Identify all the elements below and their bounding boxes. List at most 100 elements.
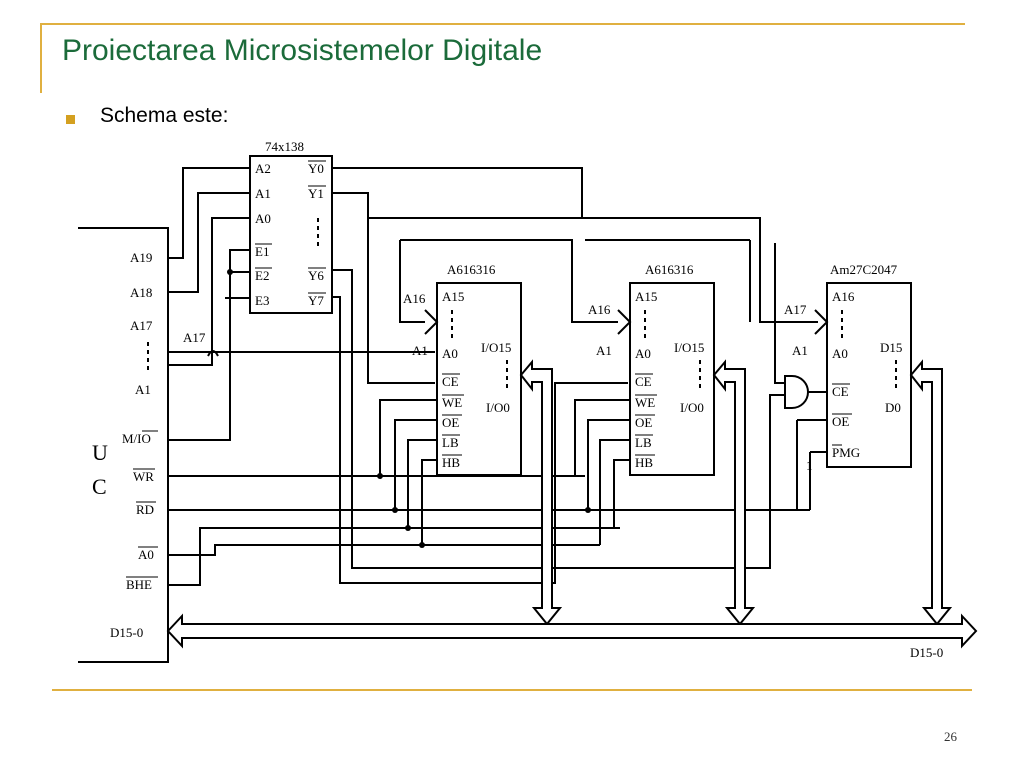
decoder-pin-e2: E2: [255, 268, 269, 283]
ram2-name: A616316: [645, 262, 694, 277]
uc-label-a18: A18: [130, 285, 152, 300]
and-gate: [784, 375, 809, 409]
left-rule: [40, 23, 42, 93]
wire-eprom-addr: [368, 217, 818, 323]
decoder-pin-a1: A1: [255, 186, 271, 201]
top-rule: [40, 23, 965, 25]
bullet-text: Schema este:: [100, 104, 229, 127]
uc-label-a1: A1: [135, 382, 151, 397]
ram2-pin-oe: OE: [635, 415, 652, 430]
ram2-data-connector: [712, 359, 756, 626]
uc-name-c: C: [92, 474, 107, 499]
wire-a18-a1: [168, 192, 250, 293]
eprom-ext-a1: A1: [792, 343, 808, 358]
slide-title: Proiectarea Microsistemelor Digitale: [62, 34, 543, 67]
eprom-pin-pmg: PMG: [832, 445, 860, 460]
ram1-addr-arrow: [424, 309, 439, 335]
ram2-ext-a1: A1: [596, 343, 612, 358]
decoder-name: 74x138: [265, 139, 304, 154]
data-bus-arrow: [166, 613, 978, 649]
bottom-rule: [52, 689, 972, 691]
ram1-pin-a15: A15: [442, 289, 464, 304]
uc-label-a19: A19: [130, 250, 152, 265]
wire-mio-e: [168, 249, 250, 441]
eprom-addr-arrow: [814, 309, 829, 335]
decoder-block: [249, 155, 333, 314]
ram2-pin-io15: I/O15: [674, 340, 704, 355]
ram1-pin-io15: I/O15: [481, 340, 511, 355]
uc-label-a17: A17: [130, 318, 153, 333]
ram1-pin-lb: LB: [442, 435, 459, 450]
uc-label-mio: M/IO: [122, 431, 151, 446]
eprom-pin-oe: OE: [832, 414, 849, 429]
eprom-block: [826, 282, 912, 468]
eprom-name: Am27C2047: [830, 262, 898, 277]
wire-ram1-oe: [394, 419, 437, 510]
eprom-data-connector: [909, 359, 953, 626]
ram2-pin-a0: A0: [635, 346, 651, 361]
wire-ram2-we: [574, 399, 630, 476]
wire-a19-a2: [168, 167, 250, 259]
wire-ram1-a16: [399, 240, 425, 323]
wire-ram2-oe: [587, 419, 630, 510]
wire-ram1-lb: [407, 439, 437, 528]
junction-a01: [419, 542, 425, 548]
uc-label-a0: A0: [138, 547, 154, 562]
decoder-pin-a2: A2: [255, 161, 271, 176]
uc-label-wr: WR: [133, 469, 154, 484]
ram1-ext-a1: A1: [412, 343, 428, 358]
eprom-ext-a17: A17: [784, 302, 807, 317]
ram2-pin-hb: HB: [635, 455, 653, 470]
wire-y7-ce2: [332, 296, 628, 584]
decoder-pin-y7: Y7: [308, 293, 324, 308]
uc-label-bhe: BHE: [126, 577, 152, 592]
ram2-addr-arrow: [617, 309, 632, 335]
ram2-ext-a16: A16: [588, 302, 611, 317]
junction-wr1: [377, 473, 383, 479]
ram1-pin-hb: HB: [442, 455, 460, 470]
page-number: 26: [944, 729, 957, 744]
decoder-pin-y6: Y6: [308, 268, 324, 283]
ram2-pin-io0: I/O0: [680, 400, 704, 415]
eprom-pin-ce: CE: [832, 384, 849, 399]
uc-label-rd: RD: [136, 502, 154, 517]
eprom-pin-d0: D0: [885, 400, 901, 415]
wire-ram2-a16: [400, 239, 618, 323]
wire-a17-a0: [168, 217, 250, 366]
decoder-pin-a0: A0: [255, 211, 271, 226]
junction-rd2: [585, 507, 591, 513]
bullet-icon: [66, 115, 75, 124]
ram1-pin-ce: CE: [442, 374, 459, 389]
wire-gate-in1: [774, 243, 785, 384]
uc-block: [78, 227, 169, 663]
wire-y6: [332, 269, 785, 569]
eprom-pin-a16: A16: [832, 289, 855, 304]
junction-e: [227, 269, 233, 275]
uc-label-d15-0: D15-0: [110, 625, 143, 640]
ram1-pin-a0: A0: [442, 346, 458, 361]
eprom-pin-d15: D15: [880, 340, 902, 355]
wire-ram1-we: [379, 399, 437, 476]
decoder-pin-e3: E3: [255, 293, 269, 308]
ram1-pin-io0: I/O0: [486, 400, 510, 415]
wire-ram2-hb: [613, 459, 630, 528]
ram1-pin-oe: OE: [442, 415, 459, 430]
wire-a0: [168, 544, 600, 556]
ram2-pin-ce: CE: [635, 374, 652, 389]
ram1-ext-a16: A16: [403, 291, 426, 306]
ram1-pin-we: WE: [442, 395, 462, 410]
junction-rd1: [392, 507, 398, 513]
junction-bhe1: [405, 525, 411, 531]
ram1-name: A616316: [447, 262, 496, 277]
decoder-pin-y1: Y1: [308, 186, 324, 201]
decoder-pin-e1: E1: [255, 244, 269, 259]
eprom-pin-a0: A0: [832, 346, 848, 361]
bus-label: D15-0: [910, 645, 943, 660]
wire-y0: [332, 167, 583, 218]
ram2-pin-a15: A15: [635, 289, 657, 304]
ram2-pin-we: WE: [635, 395, 655, 410]
wire-ram1-hb: [421, 459, 437, 545]
a17-label: A17: [183, 330, 206, 345]
wire-y1-ce1: [332, 192, 435, 384]
